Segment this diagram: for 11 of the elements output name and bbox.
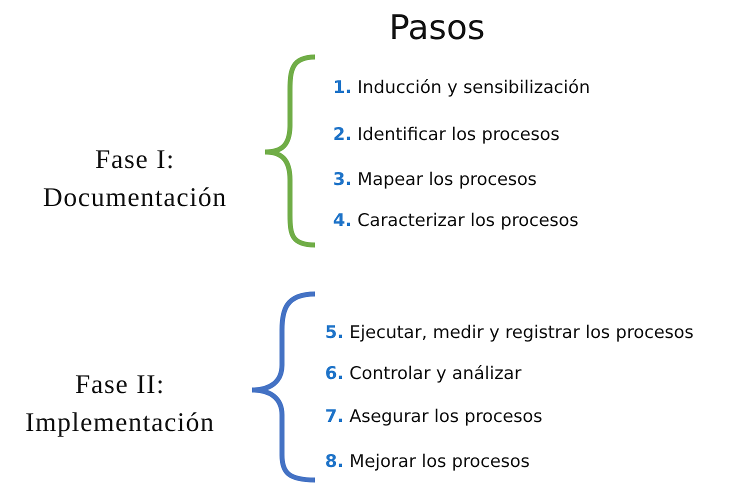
step-item: 1. Inducción y sensibilización: [333, 77, 590, 100]
step-item: 8. Mejorar los procesos: [325, 451, 530, 474]
step-item: 2. Identificar los procesos: [333, 124, 560, 147]
step-item: 5. Ejecutar, medir y registrar los procesos: [325, 322, 694, 345]
phase-heading: Fase II: Implementación: [24, 368, 216, 439]
step-item: 7. Asegurar los procesos: [325, 406, 542, 429]
step-item: 4. Caracterizar los procesos: [333, 210, 578, 233]
phase-heading: Fase I: Documentación: [42, 143, 228, 214]
step-item: 6. Controlar y análizar: [325, 363, 522, 386]
step-item: 3. Mapear los procesos: [333, 169, 537, 192]
title: Pasos: [388, 8, 486, 48]
